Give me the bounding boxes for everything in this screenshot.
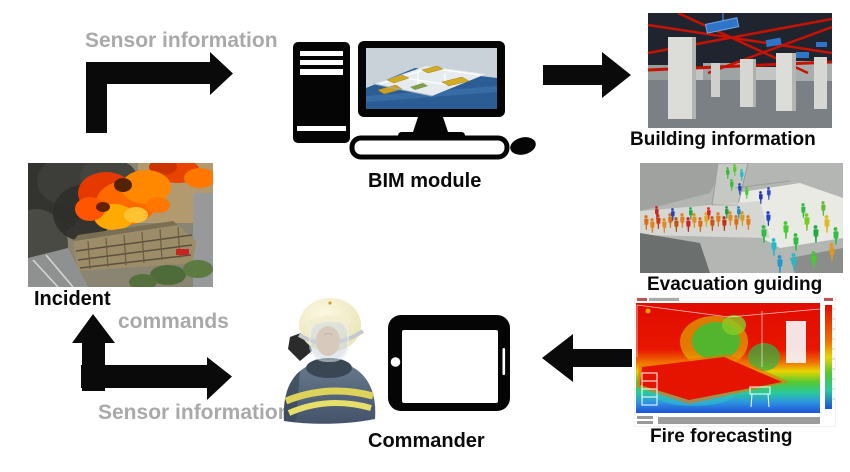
flames — [75, 170, 171, 230]
computer-tower — [293, 42, 350, 143]
building-information-image — [648, 13, 832, 128]
computer-mouse — [510, 137, 536, 155]
sensor-information-label-bottom: Sensor information — [98, 401, 291, 424]
computer-keyboard — [349, 135, 510, 160]
columns — [668, 37, 827, 119]
computer-monitor — [358, 41, 505, 139]
simulation-progress-bar — [658, 417, 820, 424]
tablet-speaker — [502, 348, 506, 375]
firefighter-icon — [283, 298, 376, 424]
commander-label: Commander — [368, 430, 485, 452]
bim-module-label: BIM module — [368, 170, 482, 192]
fire-forecasting-image — [634, 297, 836, 427]
tablet-home-button — [390, 357, 401, 367]
incident-photo — [28, 163, 213, 287]
bim-to-outputs-arrow-icon — [543, 52, 631, 98]
bim-computer-icon — [293, 41, 536, 160]
burning-building — [73, 221, 196, 271]
colorbar-ticks — [832, 308, 835, 400]
sensor-information-label-top: Sensor information — [85, 29, 278, 52]
fire-forecasting-label: Fire forecasting — [650, 426, 793, 447]
building-information-label: Building information — [630, 129, 816, 150]
tablet-icon — [388, 315, 510, 411]
sensor-to-commander-arrow-icon — [81, 357, 232, 400]
sensor-to-bim-arrow-icon — [86, 52, 233, 133]
bim-screen-preview — [366, 65, 497, 109]
evacuation-guiding-label: Evacuation guiding — [647, 274, 823, 295]
evacuation-guiding-image — [640, 163, 843, 273]
forecast-to-commander-arrow-icon — [542, 334, 632, 382]
heat-colorbar — [825, 305, 832, 409]
room-furniture-outlines — [641, 372, 771, 408]
commands-label: commands — [118, 310, 229, 333]
incident-label: Incident — [34, 288, 111, 310]
